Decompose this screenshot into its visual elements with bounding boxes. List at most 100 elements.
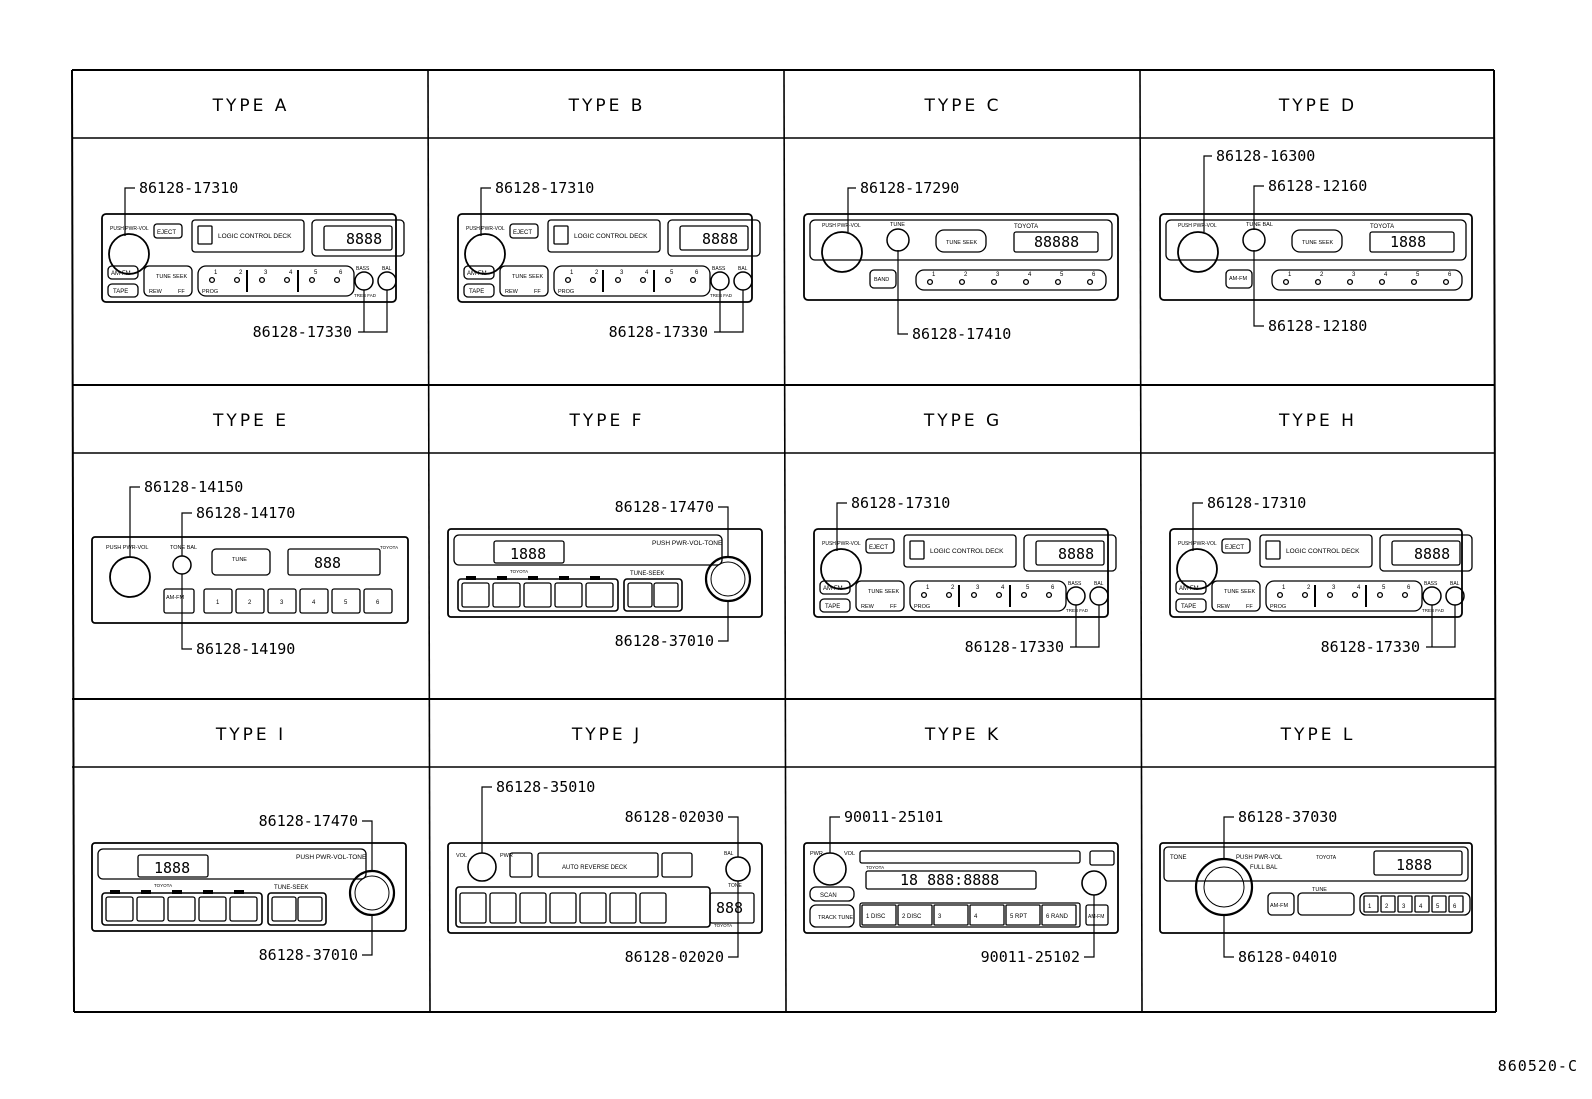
preset-number: 1 <box>214 270 218 276</box>
preset-indicator <box>1410 278 1418 286</box>
preset-number: 4 <box>1419 904 1423 910</box>
eject-button <box>153 223 183 239</box>
seek-down-button <box>627 582 653 608</box>
bass-treble-knob <box>1066 586 1086 606</box>
preset-button <box>461 582 490 608</box>
band-button <box>869 269 897 289</box>
display-window <box>667 219 761 257</box>
preset-button <box>523 582 552 608</box>
preset-number: 2 <box>248 600 252 606</box>
seek-label: TUNE-SEEK <box>274 885 308 891</box>
leader-line <box>836 502 847 551</box>
preset-number: 3 <box>620 270 624 276</box>
rew-label: REW <box>861 604 875 610</box>
tune-buttons <box>1297 892 1355 916</box>
preset-indicator <box>1376 591 1384 599</box>
cassette-door <box>537 852 659 878</box>
display-window <box>1379 534 1473 572</box>
preset-button <box>299 588 329 614</box>
preset-number: 6 <box>1453 904 1457 910</box>
radio-faceplate <box>803 213 1119 301</box>
preset-number: 4 <box>1384 272 1388 278</box>
rew-label: REW <box>1217 604 1231 610</box>
lcd-display <box>865 870 1037 890</box>
leader-line <box>358 290 388 333</box>
leader-line <box>1070 605 1100 648</box>
preset-number: 1 <box>216 600 220 606</box>
disc-button-label: 5 RPT <box>1010 914 1027 920</box>
treb-fad-label: TREB FAD <box>1066 608 1089 613</box>
leader-line <box>1192 502 1203 551</box>
seek-rocker <box>1291 229 1343 253</box>
preset-button <box>1363 895 1379 913</box>
preset-led <box>172 890 182 894</box>
preset-indicator <box>1045 591 1053 599</box>
track-tune-label: TRACK TUNE <box>818 915 853 921</box>
upper-panel <box>453 534 723 566</box>
preset-button <box>639 892 667 924</box>
seek-button-group <box>267 892 327 926</box>
type-label: TYPE A <box>212 96 290 116</box>
lcd-display <box>1035 540 1105 566</box>
preset-indicator <box>614 276 622 284</box>
type-label: TYPE C <box>924 96 1002 116</box>
volume-knob-label: PUSH PWR-VOL <box>822 223 861 229</box>
leader-line <box>1084 895 1095 958</box>
preset-number: 4 <box>289 270 293 276</box>
eject-button <box>865 538 895 554</box>
tape-label: TAPE <box>1181 604 1196 610</box>
volume-knob-label: PUSH PWR-VOL <box>106 545 148 551</box>
preset-number: 6 <box>695 270 699 276</box>
lcd-display <box>1369 231 1455 253</box>
tape-label: TAPE <box>113 289 128 295</box>
leader-line <box>480 187 491 236</box>
disc-button <box>1005 904 1041 926</box>
preset-number: 4 <box>645 270 649 276</box>
preset-indicator <box>1326 591 1334 599</box>
radio-faceplate <box>813 528 1109 618</box>
deck-label: LOGIC CONTROL DECK <box>1286 548 1360 555</box>
part-number-label: 86128-37010 <box>615 632 714 650</box>
part-number-label: 86128-17330 <box>609 323 708 341</box>
ff-label: FF <box>890 604 897 610</box>
preset-indicator <box>970 591 978 599</box>
radio-faceplate <box>447 528 763 618</box>
lcd-display <box>1391 540 1461 566</box>
tone-label: TONE BAL <box>170 545 197 551</box>
preset-led <box>559 576 569 580</box>
pwr-label: PWR <box>500 853 513 859</box>
preset-indicator <box>589 276 597 284</box>
tone-knob <box>1081 870 1107 896</box>
brand-label: TOYOTA <box>154 883 172 888</box>
rew-label: REW <box>149 289 163 295</box>
bal-label: BAL <box>724 851 734 857</box>
preset-button <box>136 896 165 922</box>
preset-number: 6 <box>1051 585 1055 591</box>
preset-number: 6 <box>1092 272 1096 278</box>
leader-line <box>714 290 744 333</box>
part-number-label: 86128-04010 <box>1238 948 1337 966</box>
part-number-label: 86128-17310 <box>495 179 594 197</box>
preset-number: 3 <box>264 270 268 276</box>
cassette-slot <box>1265 540 1281 560</box>
disc-button-label: 4 <box>974 914 978 920</box>
tone-label: TONE <box>728 883 742 889</box>
preset-number: 5 <box>1416 272 1420 278</box>
leader-line <box>718 601 729 642</box>
preset-number: 4 <box>1028 272 1032 278</box>
preset-indicator <box>1054 278 1062 286</box>
part-number-label: 86128-14170 <box>196 504 295 522</box>
part-number-label: 86128-12180 <box>1268 317 1367 335</box>
leader-line <box>1253 185 1264 230</box>
lcd-display <box>709 892 755 924</box>
preset-number: 3 <box>976 585 980 591</box>
lcd-readout: 1888 <box>1396 856 1432 874</box>
